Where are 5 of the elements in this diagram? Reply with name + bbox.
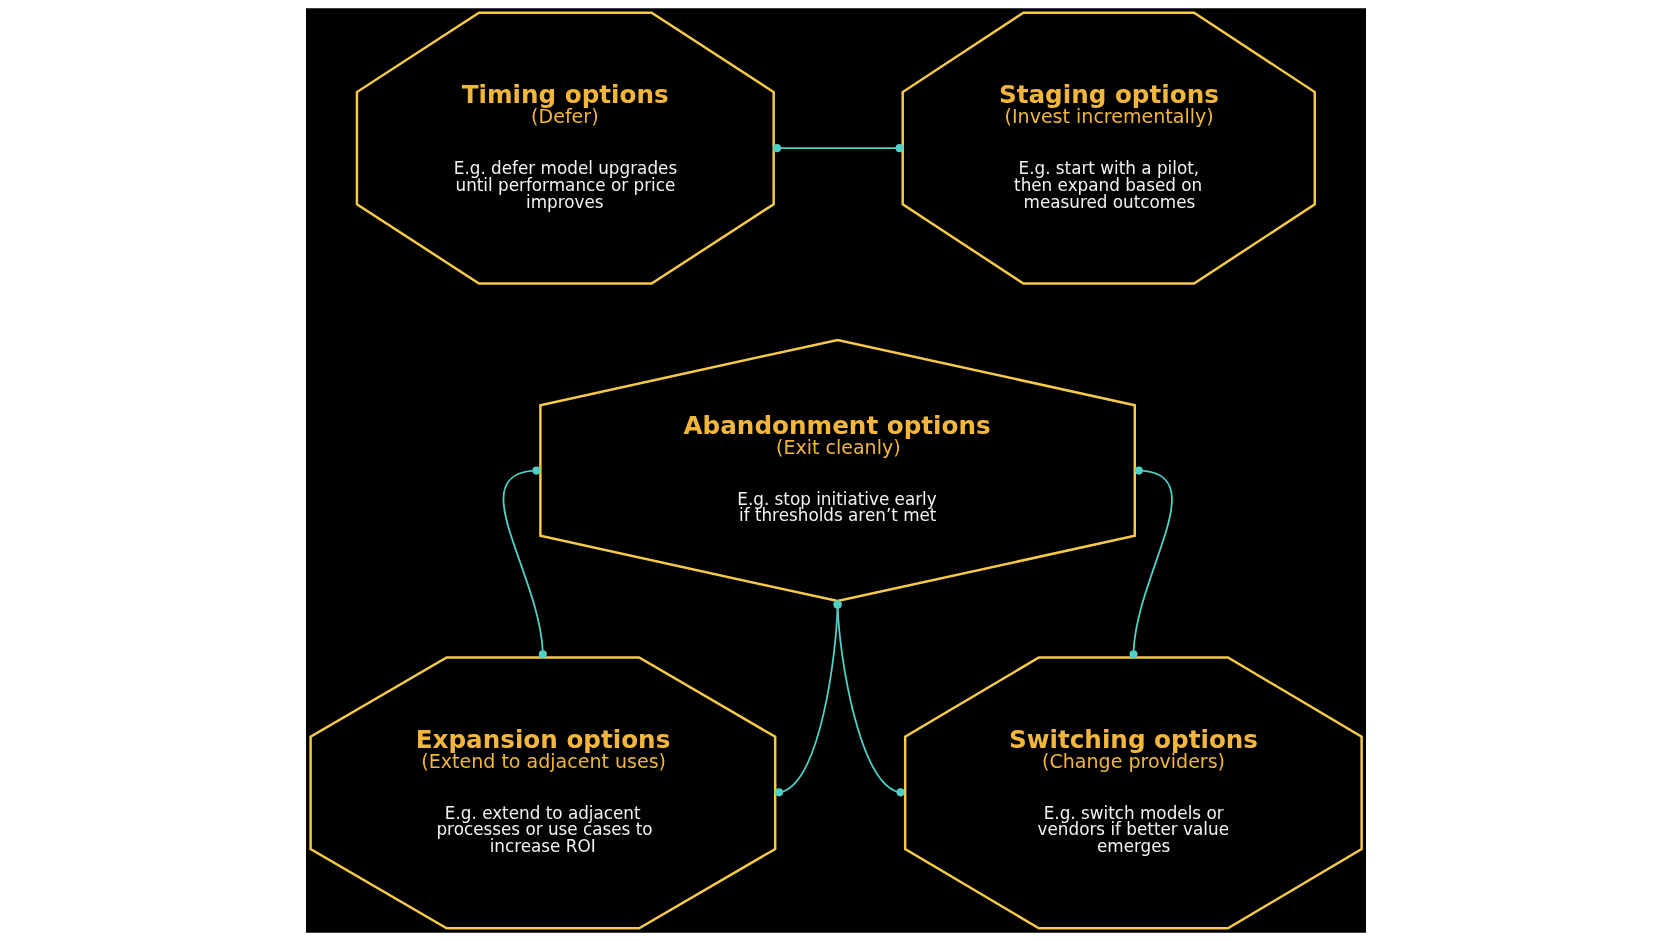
connector xyxy=(1129,466,1173,659)
connector xyxy=(775,600,842,797)
connector xyxy=(502,466,547,659)
connector xyxy=(772,144,904,153)
connector xyxy=(833,600,905,797)
